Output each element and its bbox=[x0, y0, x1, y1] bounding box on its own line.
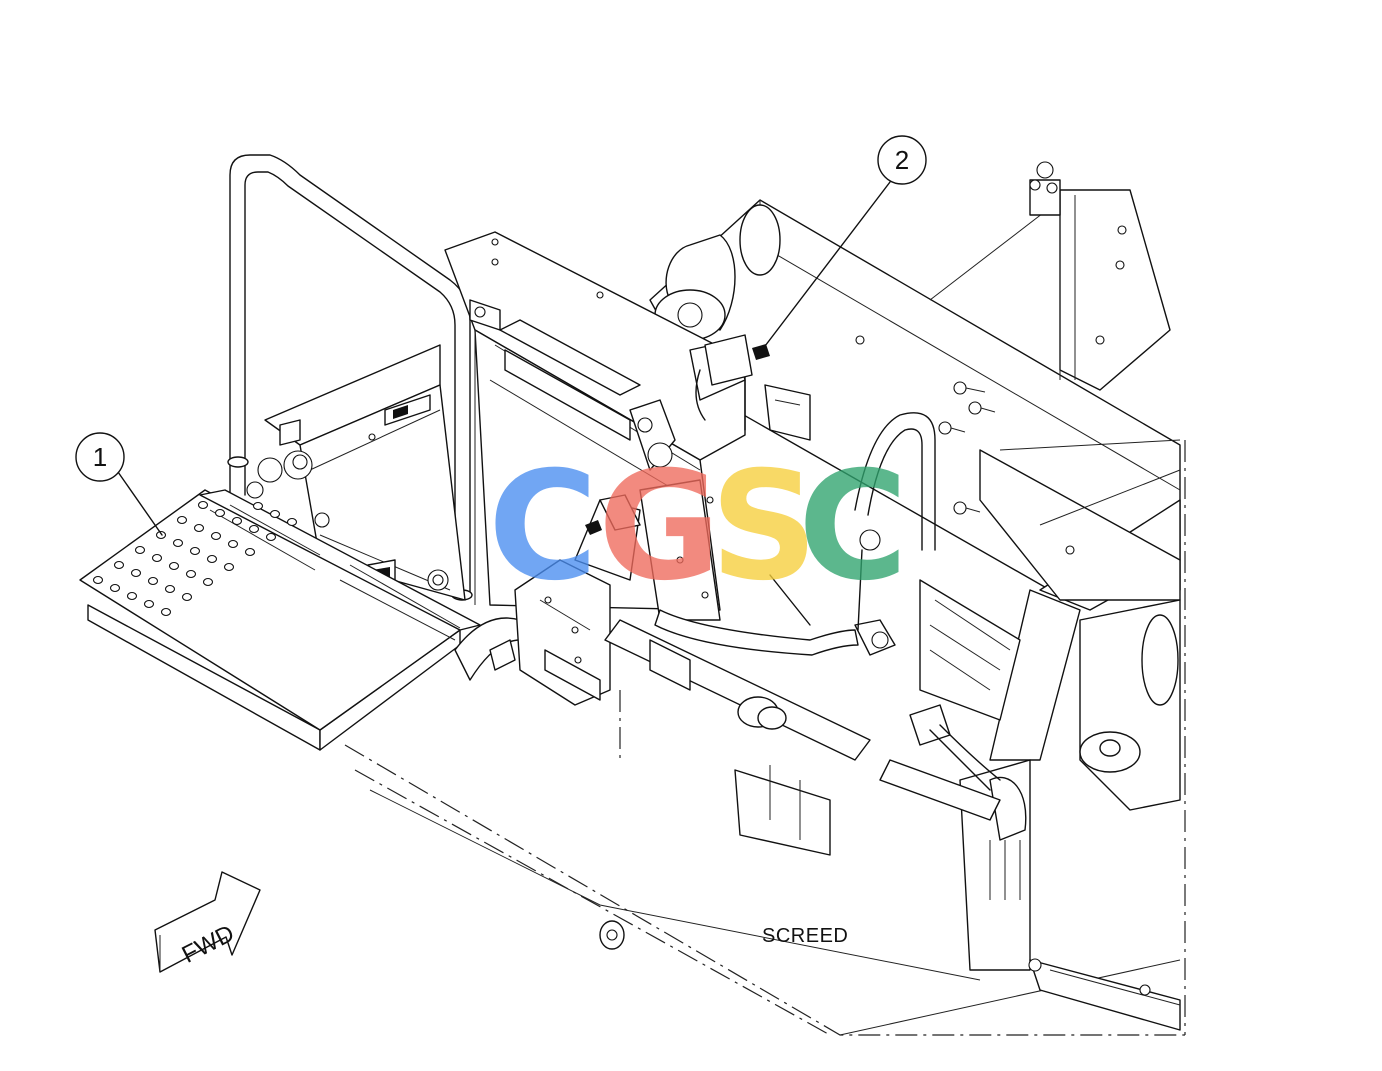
perforation-hole bbox=[189, 546, 201, 556]
perforation-hole bbox=[248, 524, 260, 534]
perforation-hole bbox=[193, 523, 205, 533]
perforation-hole bbox=[185, 569, 197, 579]
perforation-hole bbox=[134, 545, 146, 555]
watermark-letter-1: C bbox=[488, 440, 598, 614]
perforation-hole bbox=[113, 560, 125, 570]
perforation-hole bbox=[202, 577, 214, 587]
sensor-bracket bbox=[695, 334, 831, 856]
watermark-letter-3: S bbox=[710, 440, 818, 614]
screed-label: SCREED bbox=[762, 925, 848, 947]
perforation-hole bbox=[214, 508, 226, 518]
perforation-hole bbox=[286, 517, 298, 527]
platform-step bbox=[79, 489, 521, 751]
perforation-hole bbox=[143, 599, 155, 609]
callout-2: 2 bbox=[761, 135, 927, 351]
perforation-hole bbox=[151, 553, 163, 563]
perforation-hole bbox=[109, 583, 121, 593]
fwd-arrow: FWD bbox=[154, 871, 261, 973]
perforation-hole bbox=[155, 530, 167, 540]
perforation-hole bbox=[252, 501, 264, 511]
perforation-hole bbox=[227, 539, 239, 549]
frame-bolts bbox=[855, 335, 1075, 555]
perforation-hole bbox=[244, 547, 256, 557]
perforation-hole bbox=[176, 515, 188, 525]
perforation-hole bbox=[231, 516, 243, 526]
side-panel bbox=[246, 344, 466, 601]
perforation-hole bbox=[181, 592, 193, 602]
perforation-hole bbox=[164, 584, 176, 594]
perforation-hole bbox=[168, 561, 180, 571]
right-tube bbox=[854, 412, 936, 551]
callout-1-number: 1 bbox=[93, 442, 107, 472]
perforation-hole bbox=[130, 568, 142, 578]
perforation-hole bbox=[160, 607, 172, 617]
perforation-hole bbox=[197, 500, 209, 510]
perforation-hole bbox=[147, 576, 159, 586]
callout-1: 1 bbox=[75, 432, 163, 536]
watermark: C G S C bbox=[488, 440, 908, 614]
center-bracket bbox=[514, 479, 721, 706]
perforation-hole bbox=[223, 562, 235, 572]
perforation-hole bbox=[269, 509, 281, 519]
step-perforations bbox=[92, 500, 298, 617]
watermark-letter-4: C bbox=[798, 440, 908, 614]
perforation-hole bbox=[206, 554, 218, 564]
perforation-hole bbox=[126, 591, 138, 601]
callout-2-number: 2 bbox=[895, 145, 909, 175]
perforation-hole bbox=[92, 575, 104, 585]
hose-assembly bbox=[604, 529, 1001, 821]
perforation-hole bbox=[210, 531, 222, 541]
perforation-hole bbox=[265, 532, 277, 542]
watermark-letter-2: G bbox=[598, 440, 721, 614]
perforation-hole bbox=[172, 538, 184, 548]
